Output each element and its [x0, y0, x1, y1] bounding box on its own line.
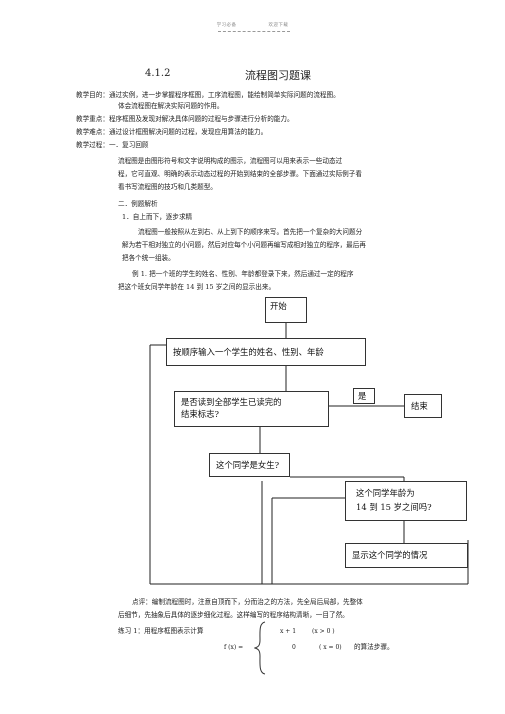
paragraph-line1: 流程图一般按照从左到右、从上到下的顺序来写。首先把一个复杂的大问题分	[138, 228, 363, 236]
lesson-number: 4.1.2	[145, 68, 171, 79]
yes-label: 是	[358, 391, 367, 401]
age-check-label-line2: 14 到 15 岁之间吗?	[356, 502, 432, 512]
teaching-goal-line1: 教学目的：通过实例，进一步掌握程序框图，工序流程图，能绘制简单实际问题的流程图。	[76, 91, 340, 99]
flowchart-yes-label: 是	[353, 388, 375, 404]
flowchart-start: 开始	[265, 297, 307, 323]
end-label: 结束	[411, 401, 428, 411]
example-1-line1: 例 1. 把一个班的学生的姓名、性别、年龄都登录下来，然后通过一定的程序	[132, 270, 354, 278]
teaching-key-point: 教学重点：程序框图及发现对解决具体问题的过程与步骤进行分析的能力。	[76, 115, 294, 123]
formula-case1-cond: (x > 0 )	[312, 628, 335, 635]
subsection-1-heading: 1．自上而下，逐步求精	[122, 213, 193, 221]
flowchart-display-step: 显示这个同学的情况	[345, 543, 468, 568]
header-underline	[218, 31, 290, 32]
header-left: 学习必备	[216, 23, 237, 28]
comment-line1: 点评：编制流程图时，注意自顶而下，分而治之的方法，先全局后局部，先整体	[132, 598, 363, 606]
lesson-title: 流程图习题课	[245, 69, 311, 82]
age-check-label-line1: 这个同学年龄为	[356, 488, 415, 498]
review-line3: 看书写流程图的技巧和几类题型。	[118, 183, 217, 191]
formula-brace	[254, 621, 266, 675]
flowchart-female-check: 这个同学是女生?	[209, 453, 290, 477]
input-step-label: 按顺序输入一个学生的姓名、性别、年龄	[173, 347, 324, 357]
exercise-1-tail: 的算法步骤。	[354, 643, 394, 651]
section-2-heading: 二．例题解析	[118, 200, 158, 208]
female-check-label: 这个同学是女生?	[216, 460, 280, 470]
end-check-label-line1: 是否读到全部学生已读完的	[181, 397, 282, 407]
review-line1: 流程图是由图形符号和文字说明构成的图示，流程图可以用来表示一些动态过	[118, 157, 343, 165]
start-label: 开始	[270, 301, 287, 311]
formula-case2-expr: 0	[292, 644, 296, 651]
teaching-process: 教学过程：一．复习回顾	[76, 141, 149, 149]
exercise-1-label: 练习 1：用程序框图表示计算	[118, 627, 204, 635]
paragraph-line2: 解为若干相对独立的小问题，然后对应每个小问题再编写成相对独立的程序，最后再	[122, 241, 366, 249]
comment-line2: 后细节，先抽象后具体的逐步细化过程。这样编写的程序结构清晰，一目了然。	[118, 611, 349, 619]
flowchart-end-check: 是否读到全部学生已读完的 结束标志?	[174, 391, 329, 427]
flowchart-end: 结束	[404, 394, 442, 418]
display-step-label: 显示这个同学的情况	[352, 550, 428, 560]
formula-fx: f (x) =	[224, 644, 244, 651]
formula-case1-expr: x + 1	[280, 628, 297, 635]
end-check-label-line2: 结束标志?	[181, 409, 219, 419]
flowchart-input-step: 按顺序输入一个学生的姓名、性别、年龄	[166, 338, 366, 366]
teaching-difficulty: 教学难点：通过设计框图解决问题的过程，发现应用算法的能力。	[76, 128, 268, 136]
example-1-line2: 把这个班女同学年龄在 14 到 15 岁之间的显示出来。	[118, 283, 276, 291]
review-line2: 程，它可直观、明确的表示动态过程的开始到结束的全部步骤。下面通过实际例子看	[118, 170, 362, 178]
page-header: 学习必备 欢迎下载	[0, 22, 505, 28]
flowchart-age-check: 这个同学年龄为 14 到 15 岁之间吗?	[345, 481, 467, 521]
paragraph-line3: 把各个统一组装。	[122, 254, 175, 262]
teaching-goal-line2: 体会流程图在解决实际问题的作用。	[118, 102, 224, 110]
formula-case2-cond: ( x = 0)	[319, 644, 342, 651]
header-right: 欢迎下载	[268, 23, 289, 28]
